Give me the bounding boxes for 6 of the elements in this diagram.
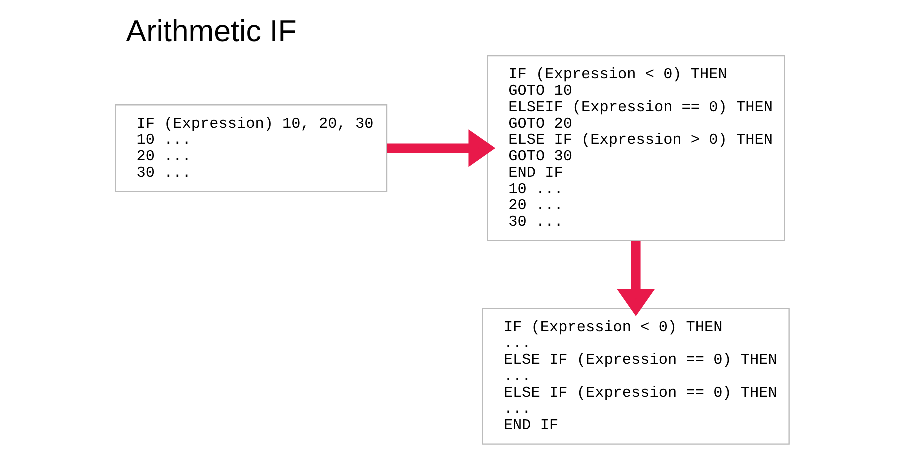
node-box: IF (Expression < 0) THEN ... ELSE IF (Expression == 0) THEN ... ELSE IF (Expression == 0) THEN ... END IF: [482, 308, 790, 445]
node-box: IF (Expression < 0) THEN GOTO 10 ELSEIF (Expression == 0) THEN GOTO 20 ELSE IF (Expression > 0) THEN GOTO 30 END IF 10 ... 20 ... 30 ...: [487, 55, 786, 242]
arrow: [617, 241, 655, 316]
node-box: IF (Expression) 10, 20, 30 10 ... 20 ... 30 ...: [115, 104, 388, 192]
arrow: [387, 130, 496, 168]
diagram-title: Arithmetic IF: [126, 14, 297, 49]
